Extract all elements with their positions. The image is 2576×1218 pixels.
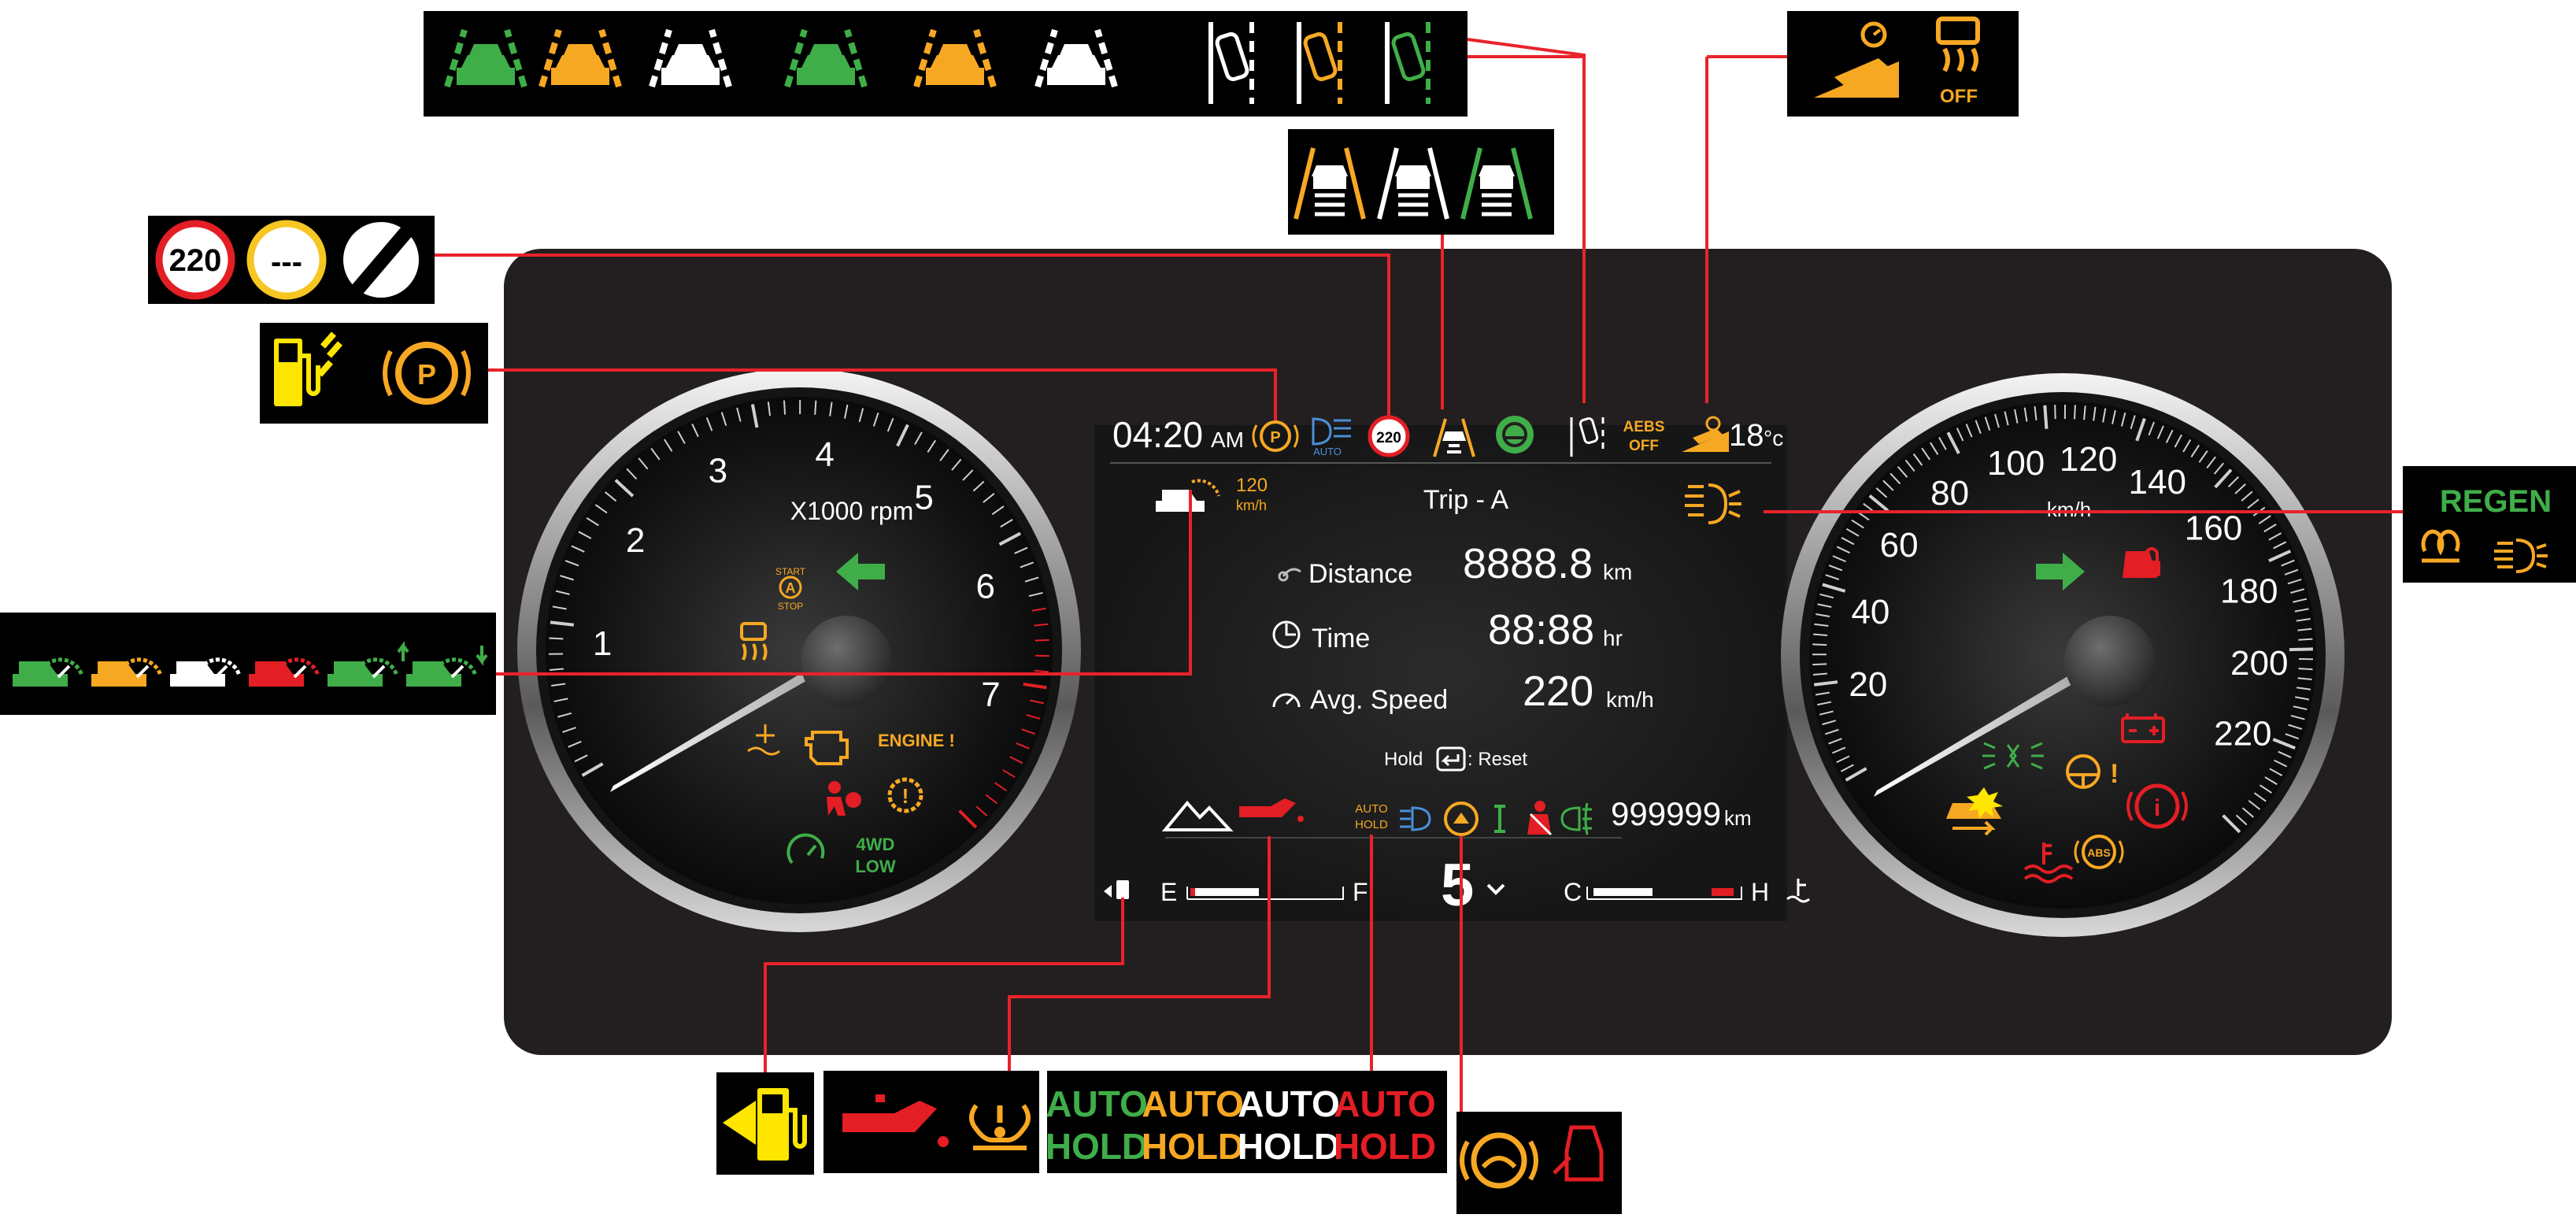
speed-tick-label: 160 — [2185, 509, 2242, 547]
fuel-empty-label: E — [1160, 878, 1177, 906]
fourwd-low-line1: 4WD — [857, 835, 895, 854]
trip-row-value: 88:88 — [1488, 606, 1594, 653]
tach-tick-label: 6 — [975, 568, 994, 606]
auto-hold-variant-line2: HOLD — [1046, 1126, 1148, 1167]
start-stop-icon: START A STOP — [775, 566, 806, 612]
fuel-full-label: F — [1353, 878, 1368, 906]
auto-hold-variant-line2: HOLD — [1142, 1126, 1244, 1167]
speed-tick — [2074, 405, 2075, 419]
fourwd-low-line2: LOW — [855, 857, 896, 876]
cruise-set-unit: km/h — [1236, 498, 1267, 513]
speed-tick — [2055, 405, 2056, 419]
trip-title: Trip - A — [1423, 485, 1509, 515]
trip-row-value: 8888.8 — [1463, 540, 1593, 587]
auto-hold-small-line1: AUTO — [1355, 802, 1387, 816]
odometer-value: 999999 — [1611, 795, 1721, 832]
speed-tick — [2298, 639, 2312, 640]
tach-tick — [784, 401, 785, 415]
speed-tick-label: 140 — [2129, 463, 2186, 502]
speed-tick-label: 220 — [2214, 715, 2271, 753]
tach-tick-label: 2 — [626, 521, 645, 560]
svg-text:P: P — [417, 358, 436, 391]
speed-tick-label: 120 — [2060, 440, 2117, 479]
trip-row-label: Time — [1312, 624, 1370, 653]
clock-time: 04:20 — [1112, 414, 1203, 455]
tach-tick — [815, 401, 816, 415]
reset-hint-suffix: : Reset — [1468, 749, 1527, 770]
aebs-line2: OFF — [1629, 438, 1659, 454]
aebs-line1: AEBS — [1623, 419, 1665, 435]
trip-row-label: Distance — [1308, 559, 1412, 589]
callout-hill-tcs — [1787, 11, 2019, 117]
svg-text:A: A — [786, 580, 796, 596]
tachometer: 1 2 3 4 5 6 7 X1000 rpm START A STOP ENGINE ! — [517, 368, 1081, 932]
tach-tick — [1035, 640, 1049, 641]
speed-limit-sign-icon: 220 — [1370, 417, 1408, 455]
svg-text:!: ! — [902, 784, 909, 808]
trip-row-unit: km/h — [1606, 687, 1654, 712]
tach-tick-label: 4 — [815, 435, 834, 474]
svg-text:STOP: STOP — [778, 601, 803, 612]
auto-hold-variant-line1: AUTO — [1142, 1083, 1244, 1124]
speed-tick-label: 180 — [2220, 572, 2278, 611]
speed-tick — [2289, 649, 2313, 650]
regen-label: REGEN — [2440, 484, 2552, 519]
speed-tick-label: 80 — [1930, 474, 1969, 513]
tach-unit-label: X1000 rpm — [790, 497, 914, 525]
svg-text:ABS: ABS — [2087, 846, 2111, 859]
end-of-limit-icon — [343, 222, 419, 298]
tach-tick — [550, 669, 564, 670]
auto-hold-variant-line2: HOLD — [1334, 1126, 1436, 1167]
svg-text:i: i — [2154, 795, 2160, 821]
tach-tick-label: 7 — [981, 676, 1000, 714]
trip-row-label: Avg. Speed — [1310, 685, 1448, 715]
svg-text:START: START — [775, 566, 806, 577]
speed-limit-220-icon: 220 — [159, 224, 231, 296]
auto-hold-variant-line1: AUTO — [1238, 1083, 1340, 1124]
cruise-set-speed: 120 — [1236, 475, 1268, 496]
tach-tick-label: 1 — [593, 624, 612, 663]
gear-indicator: 5 — [1441, 852, 1474, 919]
tach-tick-label: 5 — [914, 479, 933, 517]
speed-tick — [2045, 405, 2046, 429]
trip-row-value: 220 — [1523, 668, 1593, 715]
outside-temp-value: 18 — [1729, 418, 1764, 453]
callout-epb-door — [1456, 1112, 1622, 1214]
auto-hold-small-line2: HOLD — [1355, 818, 1388, 831]
svg-text:P: P — [1270, 429, 1280, 446]
speed-tick — [1812, 644, 1827, 645]
temp-cold-label: C — [1564, 878, 1582, 906]
engine-warning-text: ENGINE ! — [878, 731, 955, 750]
speed-limit-unknown-icon: --- — [250, 224, 323, 296]
tcs-off-label: OFF — [1940, 86, 1978, 107]
svg-text:!: ! — [2110, 759, 2119, 789]
speed-tick-label: 20 — [1849, 665, 1887, 704]
temp-hot-label: H — [1751, 878, 1769, 906]
speed-tick — [2299, 668, 2313, 669]
trip-row-unit: hr — [1603, 626, 1623, 650]
svg-text:220: 220 — [1376, 430, 1401, 446]
auto-high-beam-label: AUTO — [1313, 446, 1342, 457]
clock-ampm: AM — [1211, 428, 1244, 452]
speed-tick-label: 100 — [1987, 444, 2045, 483]
speed-tick — [1812, 664, 1827, 665]
tach-tick-label: 3 — [709, 451, 727, 490]
speed-tick — [1813, 674, 1827, 675]
svg-text:220: 220 — [169, 243, 222, 278]
auto-hold-variant-line1: AUTO — [1046, 1083, 1148, 1124]
speed-unit-label: km/h — [2047, 498, 2091, 521]
steering-assist-icon — [1496, 416, 1534, 454]
auto-hold-variant-line2: HOLD — [1238, 1126, 1340, 1167]
speed-tick-label: 60 — [1880, 526, 1919, 565]
speed-tick-label: 200 — [2230, 644, 2288, 683]
trip-row-unit: km — [1603, 560, 1632, 584]
odometer-unit: km — [1724, 806, 1752, 830]
reset-hint-prefix: Hold — [1384, 749, 1423, 770]
auto-hold-variant-line1: AUTO — [1334, 1083, 1436, 1124]
outside-temp-unit: °c — [1764, 426, 1783, 450]
svg-text:---: --- — [271, 245, 302, 280]
speed-tick-label: 40 — [1851, 593, 1889, 631]
speedometer: 20 40 60 80 100 120 140 160 180 200 220 km/h ! — [1781, 373, 2345, 937]
